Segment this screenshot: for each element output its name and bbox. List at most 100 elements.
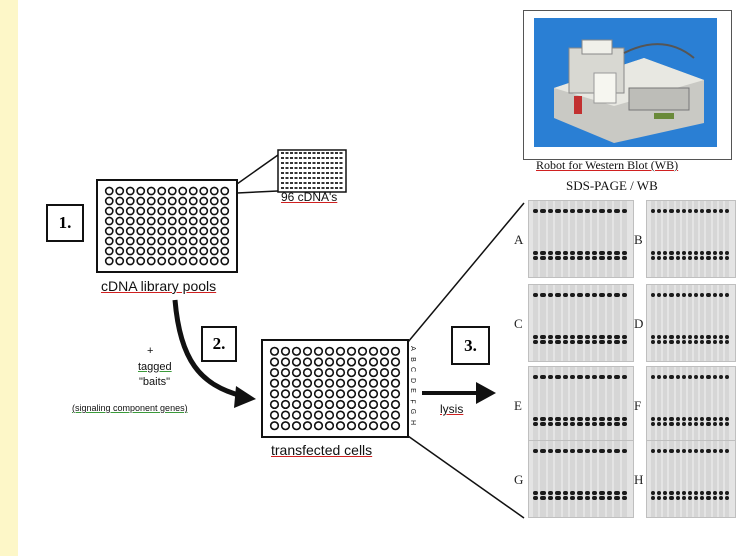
blot-lane: [562, 201, 568, 277]
well: [125, 186, 135, 196]
well: [178, 246, 188, 256]
blot-band: [663, 340, 668, 344]
blot-band: [592, 417, 598, 421]
well: [302, 389, 313, 399]
well: [313, 357, 324, 367]
blot-lane: [675, 285, 680, 361]
blot-band: [657, 375, 662, 379]
well: [188, 206, 198, 216]
blot-band: [562, 251, 568, 255]
well: [136, 246, 146, 256]
blot-lane: [584, 441, 591, 517]
blot-band: [669, 251, 674, 255]
blot-lane: [700, 201, 705, 277]
blot-band: [663, 449, 668, 453]
blot-band: [669, 293, 674, 297]
well: [146, 256, 156, 266]
blot-band: [706, 491, 711, 495]
well: [291, 378, 302, 388]
well: [346, 421, 357, 431]
blot-lane: [547, 285, 554, 361]
blot-band: [584, 449, 591, 453]
well: [269, 399, 280, 410]
blot-band: [651, 293, 656, 297]
blot-band: [687, 422, 693, 426]
blot-band: [712, 335, 717, 339]
blot-lane: [621, 201, 627, 277]
blot-band: [663, 417, 668, 421]
blot-band: [555, 209, 561, 213]
blot-lane: [675, 201, 680, 277]
blot-band: [657, 422, 662, 426]
plate-wells: [269, 346, 401, 431]
blot-band: [614, 422, 620, 426]
blot-lane: [599, 285, 605, 361]
blot-band: [724, 251, 729, 255]
blot-band: [592, 491, 598, 495]
well: [357, 378, 368, 388]
blot-band: [569, 496, 576, 500]
blot-band: [675, 209, 680, 213]
blot-band: [562, 209, 568, 213]
blot-letter: D: [634, 316, 644, 331]
blot-band: [555, 422, 561, 426]
blot-band: [718, 491, 723, 495]
blot-band: [663, 251, 668, 255]
signaling-text: (signaling component genes): [72, 403, 188, 413]
blot-lane: [599, 367, 605, 443]
well: [167, 226, 177, 236]
blot-band: [606, 335, 613, 339]
well: [125, 206, 135, 216]
well: [209, 256, 219, 266]
blot-band: [547, 422, 554, 426]
blot-lane: [584, 367, 591, 443]
blot-lane: [614, 367, 620, 443]
blot-band: [569, 417, 576, 421]
blot-lane: [669, 367, 674, 443]
blot-band: [584, 417, 591, 421]
well: [390, 421, 401, 431]
blot-band: [687, 449, 693, 453]
blot-band: [621, 496, 627, 500]
blot-band: [569, 422, 576, 426]
blot-band: [599, 251, 605, 255]
sds-page-title: SDS-PAGE / WB: [566, 178, 658, 193]
blot-lane: [706, 367, 711, 443]
well: [390, 346, 401, 356]
well: [157, 196, 167, 206]
well: [188, 196, 198, 206]
well: [390, 357, 401, 367]
well: [346, 410, 357, 420]
blot-band: [555, 417, 561, 421]
well: [269, 346, 280, 356]
well: [167, 186, 177, 196]
blot-lane: [706, 285, 711, 361]
well: [199, 236, 209, 246]
blot-lane: [621, 441, 627, 517]
blot-band: [533, 335, 539, 339]
blot-band: [584, 375, 591, 379]
blot-band: [606, 209, 613, 213]
well: [167, 236, 177, 246]
blot-band: [724, 340, 729, 344]
blot-lane: [540, 201, 546, 277]
well: [167, 216, 177, 226]
blot-band: [592, 496, 598, 500]
blot-band: [657, 491, 662, 495]
blot-band: [621, 491, 627, 495]
blot-band: [606, 496, 613, 500]
well: [146, 236, 156, 246]
well: [157, 236, 167, 246]
well: [379, 346, 390, 356]
blot-lane: [547, 367, 554, 443]
well: [346, 346, 357, 356]
well: [146, 226, 156, 236]
blot-band: [712, 496, 717, 500]
blot-lane: [577, 367, 583, 443]
blot-band: [599, 256, 605, 260]
blot-letter: H: [634, 472, 644, 487]
blot-band: [681, 417, 686, 421]
blot-band: [614, 251, 620, 255]
well: [125, 216, 135, 226]
blot-lane: [718, 367, 723, 443]
